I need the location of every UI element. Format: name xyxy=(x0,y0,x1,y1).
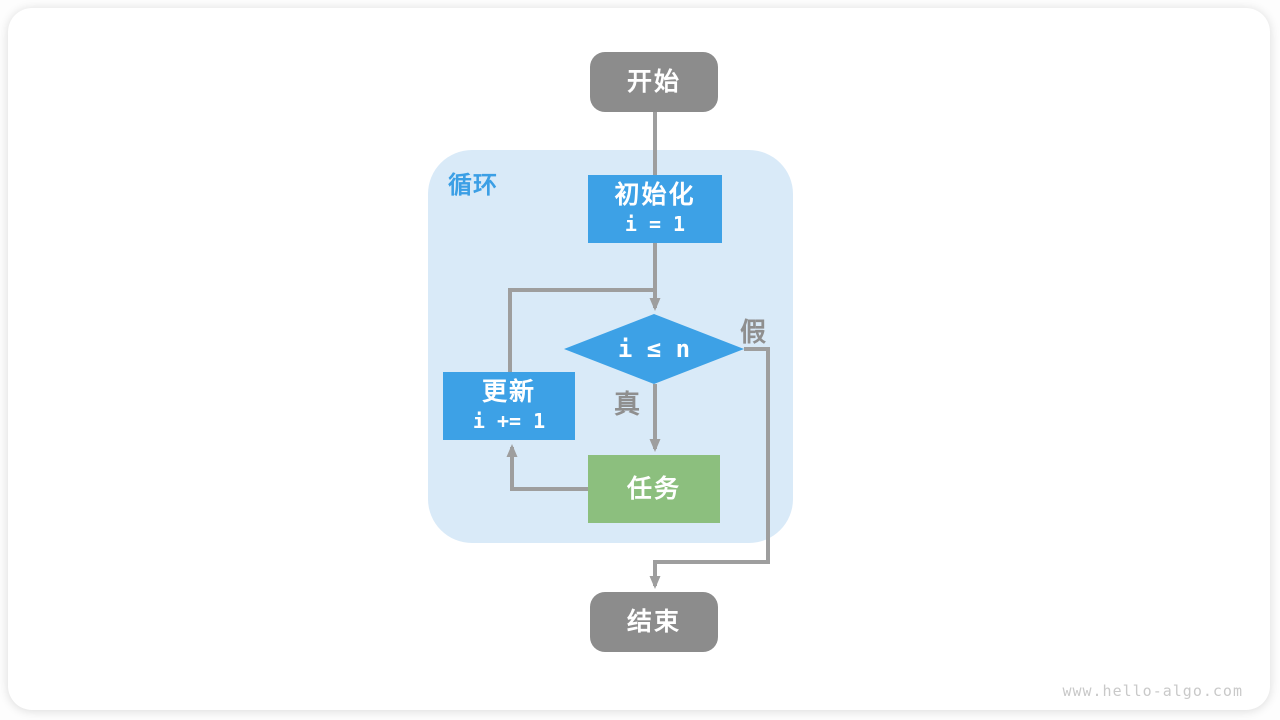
edge-label-false: 假 xyxy=(739,317,766,347)
edge-task-to-update xyxy=(506,444,588,491)
update-node-label: 更新 xyxy=(481,378,536,406)
end-node-label: 结束 xyxy=(626,608,681,636)
task-node-label: 任务 xyxy=(626,475,681,503)
update-node: 更新 i += 1 xyxy=(443,372,575,440)
watermark: www.hello-algo.com xyxy=(1062,682,1243,700)
update-node-code: i += 1 xyxy=(472,409,546,433)
start-node-label: 开始 xyxy=(626,68,681,96)
init-node-code: i = 1 xyxy=(624,212,686,236)
end-node: 结束 xyxy=(590,592,718,652)
task-node: 任务 xyxy=(588,455,720,523)
init-node-label: 初始化 xyxy=(614,181,696,209)
edge-update-to-junction xyxy=(508,288,653,372)
edge-condition-to-end xyxy=(649,347,770,589)
loop-label: 循环 xyxy=(448,172,498,199)
start-node: 开始 xyxy=(590,52,718,112)
init-node: 初始化 i = 1 xyxy=(588,175,722,243)
condition-label: i ≤ n xyxy=(617,335,691,363)
edge-label-true: 真 xyxy=(613,389,640,419)
